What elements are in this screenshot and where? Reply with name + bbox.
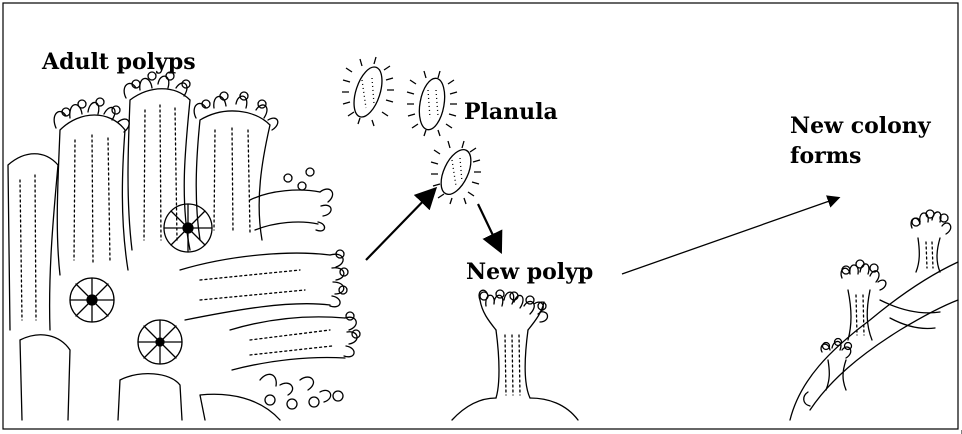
- arrow-to-new-polyp: [478, 204, 500, 250]
- new-polyp-illustration: [452, 290, 578, 420]
- arrow-to-planula: [366, 190, 434, 260]
- planula-2: [407, 71, 457, 136]
- adult-polyps-illustration: [8, 72, 360, 420]
- label-adult-polyps: Adult polyps: [42, 48, 196, 78]
- new-colony-illustration: [790, 210, 958, 420]
- planula-3: [431, 141, 481, 204]
- label-new-polyp: New polyp: [466, 258, 593, 288]
- label-new-colony-forms: New colony forms: [790, 112, 950, 171]
- label-planula: Planula: [464, 98, 558, 128]
- arrow-to-new-colony: [622, 198, 838, 274]
- planula-1: [342, 57, 394, 126]
- planula-larvae: [342, 57, 481, 204]
